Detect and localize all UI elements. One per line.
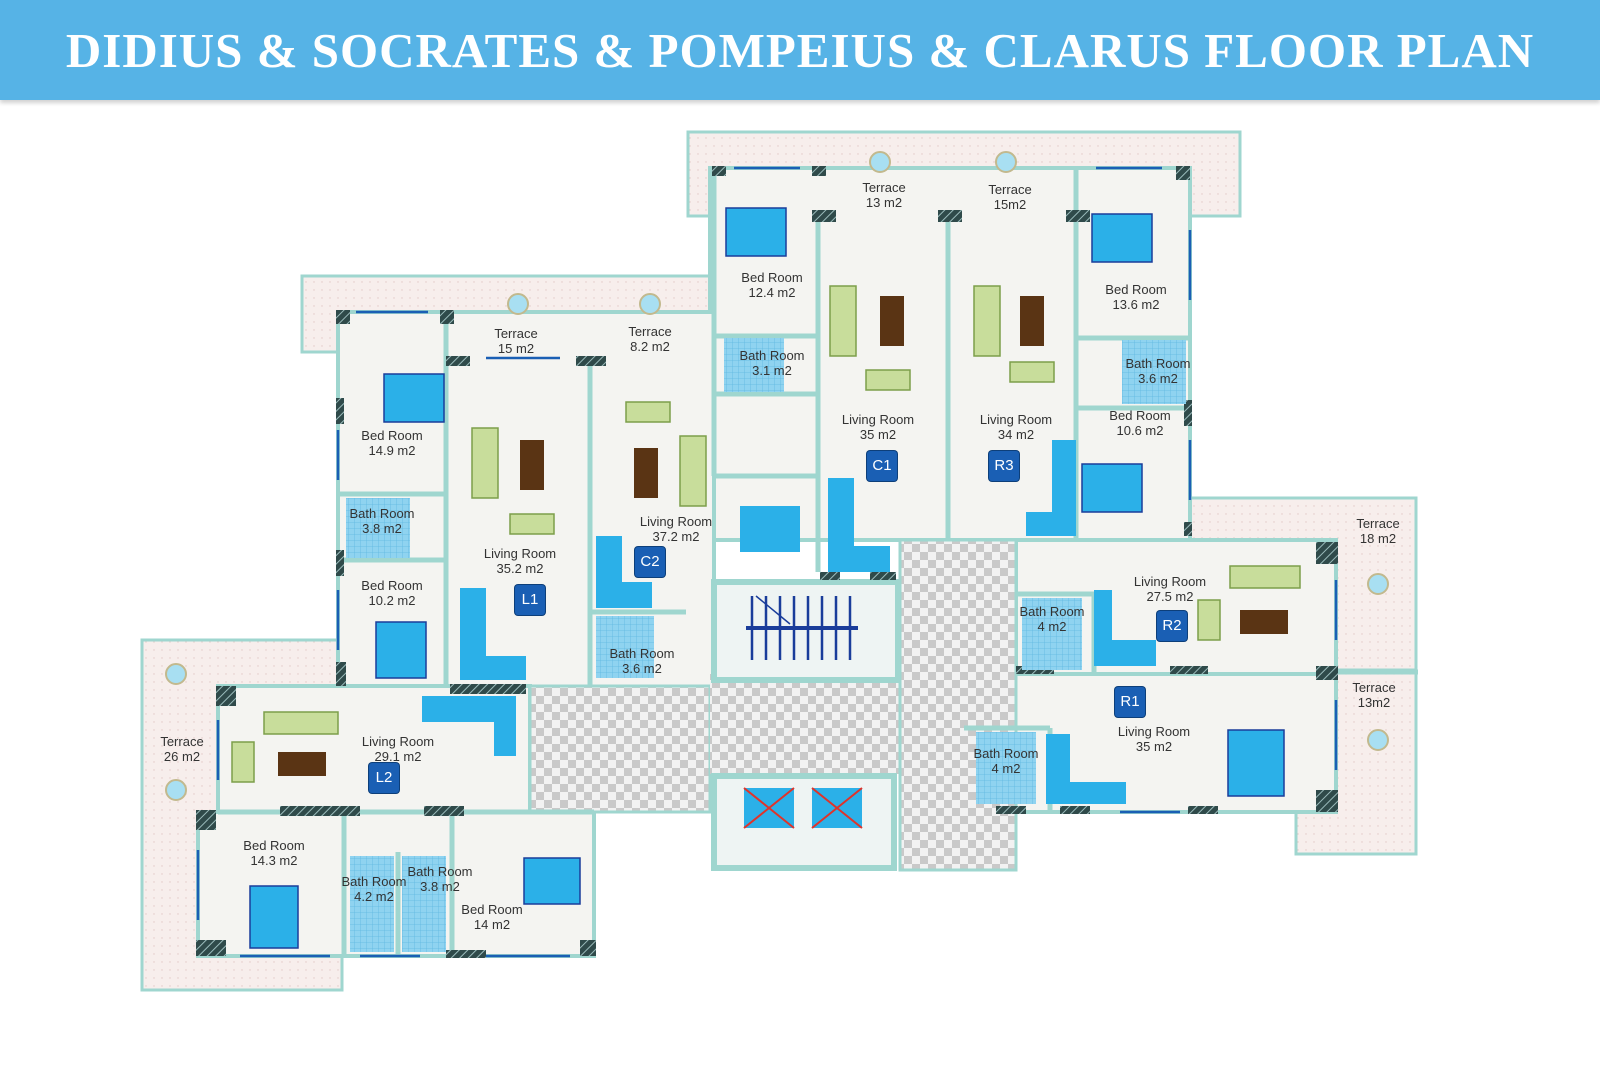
staircase [711, 579, 901, 683]
unit-badge-r1: R1 [1115, 687, 1145, 717]
unit-badge-r2: R2 [1157, 611, 1187, 641]
windows [196, 166, 1338, 958]
beds [249, 207, 1285, 949]
bathroom-tiles [346, 338, 1186, 952]
elevator-shafts [711, 773, 897, 871]
page-title: DIDIUS & SOCRATES & POMPEIUS & CLARUS FL… [65, 23, 1535, 78]
sofas [231, 285, 1301, 783]
unit-badge-c1: C1 [867, 451, 897, 481]
unit-badge-l2: L2 [369, 763, 399, 793]
title-banner: DIDIUS & SOCRATES & POMPEIUS & CLARUS FL… [0, 0, 1600, 100]
tables [278, 296, 1288, 776]
kitchen-counters [422, 440, 1156, 804]
unit-badge-l1: L1 [515, 585, 545, 615]
unit-badge-r3: R3 [989, 451, 1019, 481]
terrace-tables [165, 151, 1389, 801]
common-corridor [528, 538, 1018, 872]
unit-badge-c2: C2 [635, 547, 665, 577]
